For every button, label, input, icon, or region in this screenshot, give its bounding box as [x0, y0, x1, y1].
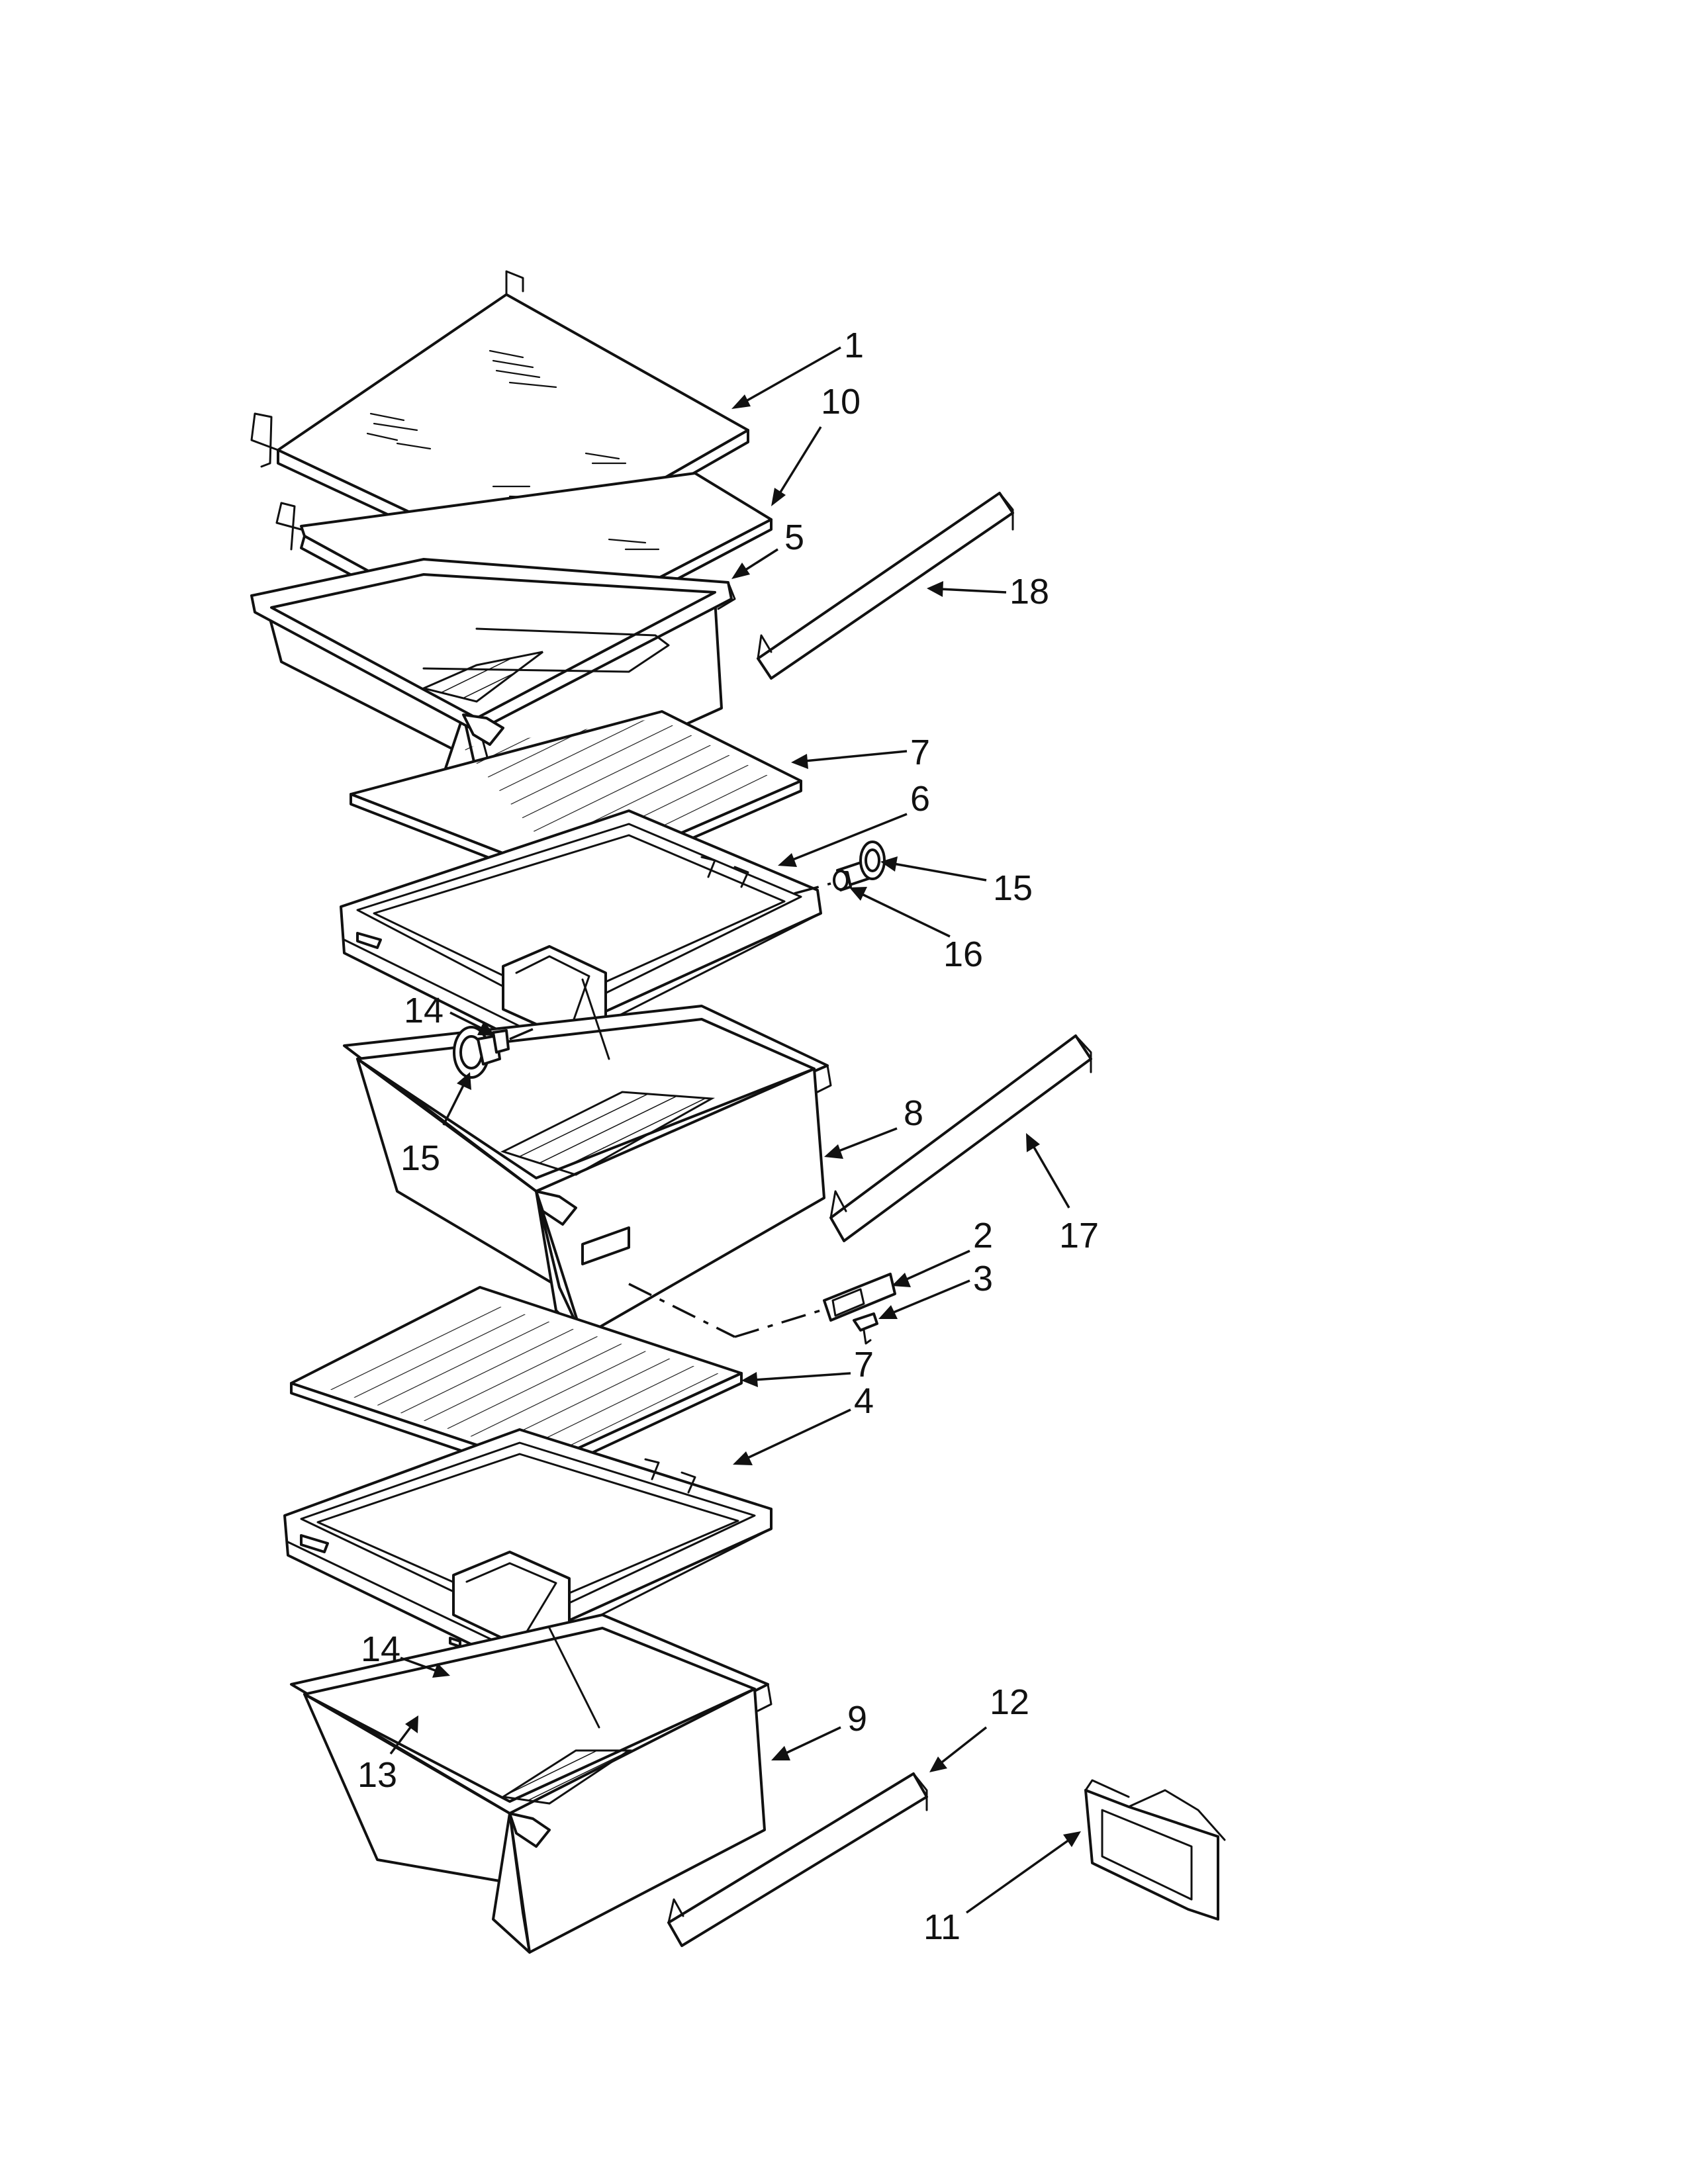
leader-line-3 — [890, 1279, 970, 1315]
leader-line-4 — [744, 1408, 851, 1461]
arrowhead-3 — [878, 1305, 898, 1319]
callout-15-middle: 15 — [400, 1138, 440, 1178]
leader-line-2 — [903, 1250, 970, 1282]
callout-18: 18 — [1009, 572, 1049, 612]
leader-line-10 — [776, 426, 822, 497]
callout-13: 13 — [357, 1755, 397, 1795]
leader-line-13 — [389, 1726, 412, 1755]
callout-5: 5 — [784, 518, 804, 557]
leader-line-7-lower — [754, 1372, 851, 1381]
arrowhead-5 — [731, 563, 750, 579]
arrowhead-6 — [778, 853, 797, 867]
arrowhead-14-lower — [432, 1663, 450, 1678]
leader-line-7-upper — [804, 750, 908, 762]
leader-line-9 — [784, 1726, 841, 1755]
callout-14-middle: 14 — [404, 991, 444, 1030]
trim-strip-part-18 — [757, 492, 1014, 680]
leader-line-8 — [837, 1127, 898, 1153]
callout-17: 17 — [1059, 1216, 1099, 1255]
arrowhead-9 — [771, 1746, 790, 1760]
arrowhead-8 — [824, 1144, 843, 1159]
leader-line-12 — [939, 1726, 988, 1765]
leader-line-15-upper — [893, 862, 987, 882]
leader-line-16 — [860, 892, 951, 938]
callout-16: 16 — [943, 934, 983, 974]
arrowhead-15-middle — [457, 1072, 471, 1090]
arrowhead-7-lower — [741, 1372, 758, 1387]
humidity-control-part-2-3 — [628, 1273, 896, 1345]
callout-15-upper: 15 — [993, 868, 1033, 908]
callouts: 1 10 5 18 7 6 15 16 14 — [357, 326, 1099, 1947]
arrowhead-18 — [927, 581, 943, 597]
leader-line-5 — [741, 548, 778, 574]
arrowhead-10 — [771, 488, 786, 506]
arrowhead-7-upper — [791, 754, 808, 769]
callout-8: 8 — [904, 1093, 923, 1133]
callout-1: 1 — [844, 326, 864, 365]
arrowhead-13 — [405, 1715, 418, 1733]
arrowhead-11 — [1063, 1831, 1081, 1847]
leader-line-1 — [741, 346, 841, 405]
callout-7-lower: 7 — [854, 1345, 874, 1385]
arrowhead-16 — [849, 887, 867, 901]
arrowhead-17 — [1026, 1133, 1040, 1152]
leader-line-18 — [939, 588, 1007, 594]
arrowhead-14-middle — [477, 1021, 495, 1036]
arrowhead-1 — [731, 394, 751, 409]
cover-frame-part-4 — [283, 1428, 773, 1676]
roller-part-15-16-upper — [794, 841, 886, 895]
leader-line-15-middle — [442, 1085, 465, 1126]
trim-strip-part-17 — [829, 1034, 1092, 1242]
crisper-drawer-part-9 — [290, 1614, 773, 1954]
callout-14-lower: 14 — [361, 1629, 400, 1669]
leader-line-17 — [1031, 1144, 1070, 1208]
callout-11: 11 — [923, 1907, 961, 1947]
leader-line-14-lower — [400, 1657, 438, 1672]
leader-line-14-middle — [449, 1011, 484, 1030]
cover-frame-part-6 — [340, 809, 822, 1067]
trim-strip-part-12 — [667, 1772, 928, 1947]
roller-part-14-15-middle — [453, 1026, 534, 1079]
callout-3: 3 — [973, 1259, 993, 1298]
callout-6: 6 — [910, 779, 930, 819]
crisper-drawer-part-8 — [343, 978, 832, 1338]
callout-9: 9 — [847, 1699, 867, 1739]
callout-10: 10 — [821, 382, 861, 422]
callout-7-upper: 7 — [910, 733, 930, 772]
callout-2: 2 — [973, 1216, 993, 1255]
callout-12: 12 — [990, 1682, 1029, 1722]
arrowhead-2 — [892, 1273, 911, 1287]
leader-line-6 — [790, 813, 908, 862]
leader-line-11 — [965, 1839, 1070, 1914]
callout-4: 4 — [854, 1381, 874, 1421]
arrowhead-12 — [929, 1756, 947, 1772]
bracket-part-11 — [1084, 1779, 1226, 1921]
arrowhead-4 — [733, 1451, 753, 1465]
arrowhead-15-upper — [880, 856, 898, 872]
